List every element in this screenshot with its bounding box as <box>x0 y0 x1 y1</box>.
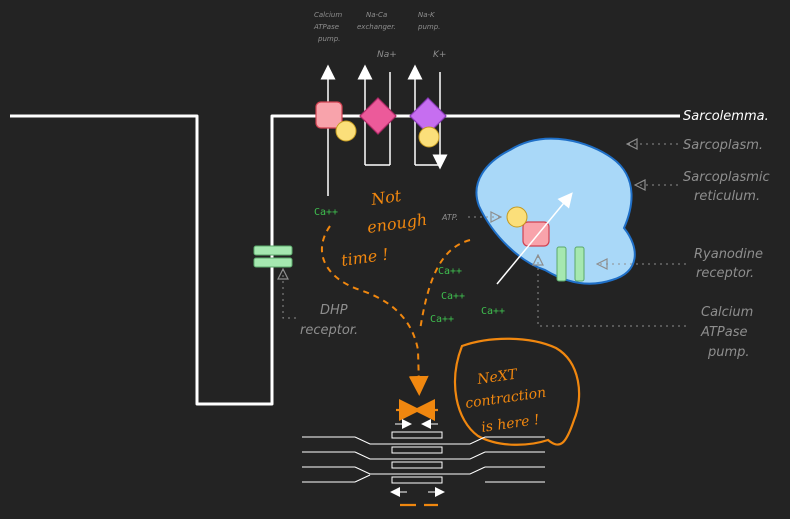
label-nak-line2: pump. <box>417 23 440 31</box>
calcium-flow-arrow-2 <box>419 239 471 331</box>
note-not-enough-1: Not <box>369 186 403 209</box>
label-dhp-line2: receptor. <box>300 323 358 338</box>
label-pmca-line3: pump. <box>317 35 340 43</box>
label-nak-line1: Na-K <box>418 11 436 19</box>
sarcoplasmic-reticulum <box>475 137 636 285</box>
label-serca-line3: pump. <box>707 345 750 360</box>
label-ryanodine-line2: receptor. <box>696 266 754 281</box>
dhp-receptor-bottom <box>253 257 293 268</box>
label-pmca-line2: ATPase <box>313 23 339 31</box>
label-sarcolemma: Sarcolemma. <box>683 109 769 124</box>
pmca-pump <box>315 101 343 129</box>
label-k: K+ <box>433 50 446 60</box>
next-contraction-bubble <box>453 337 581 446</box>
label-atp: ATP. <box>441 213 458 222</box>
ryanodine-receptor-right <box>574 246 585 282</box>
nak-atp-site <box>418 126 440 148</box>
label-pmca-line1: Calcium <box>314 11 342 19</box>
note-next-2: contraction <box>464 385 547 412</box>
label-sarcoplasm: Sarcoplasm. <box>683 138 763 153</box>
leader-serca <box>538 256 686 327</box>
label-dhp-line1: DHP <box>320 303 348 318</box>
calcium-flow-arrow <box>320 225 429 396</box>
label-serca-line1: Calcium <box>701 305 753 320</box>
label-serca-line2: ATPase <box>700 325 747 340</box>
note-not-enough-3: time ! <box>340 245 390 270</box>
label-ncx-line2: exchanger. <box>357 23 396 31</box>
label-sr-line1: Sarcoplasmic <box>683 170 770 185</box>
ncx-exchanger <box>359 97 397 135</box>
label-ryanodine-line1: Ryanodine <box>694 247 763 262</box>
calcium-ion: Ca++ <box>314 207 338 218</box>
calcium-ion: Ca++ <box>430 314 454 325</box>
calcium-ion: Ca++ <box>441 291 465 302</box>
note-next-1: NeXT <box>475 366 519 388</box>
label-na: Na+ <box>377 50 397 60</box>
calcium-ion: Ca++ <box>481 306 505 317</box>
note-not-enough-2: enough <box>366 210 428 237</box>
sarcomere <box>302 419 545 497</box>
ryanodine-receptor-left <box>556 246 567 282</box>
note-next-3: is here ! <box>480 412 540 436</box>
pmca-atp-site <box>335 120 357 142</box>
label-ncx-line1: Na-Ca <box>366 11 387 19</box>
leader-dhp <box>283 270 296 319</box>
label-sr-line2: reticulum. <box>694 189 760 204</box>
dhp-receptor-top <box>253 245 293 256</box>
serca-atp-site <box>506 206 528 228</box>
calcium-ion: Ca++ <box>438 266 462 277</box>
serca-arrow <box>496 192 573 285</box>
